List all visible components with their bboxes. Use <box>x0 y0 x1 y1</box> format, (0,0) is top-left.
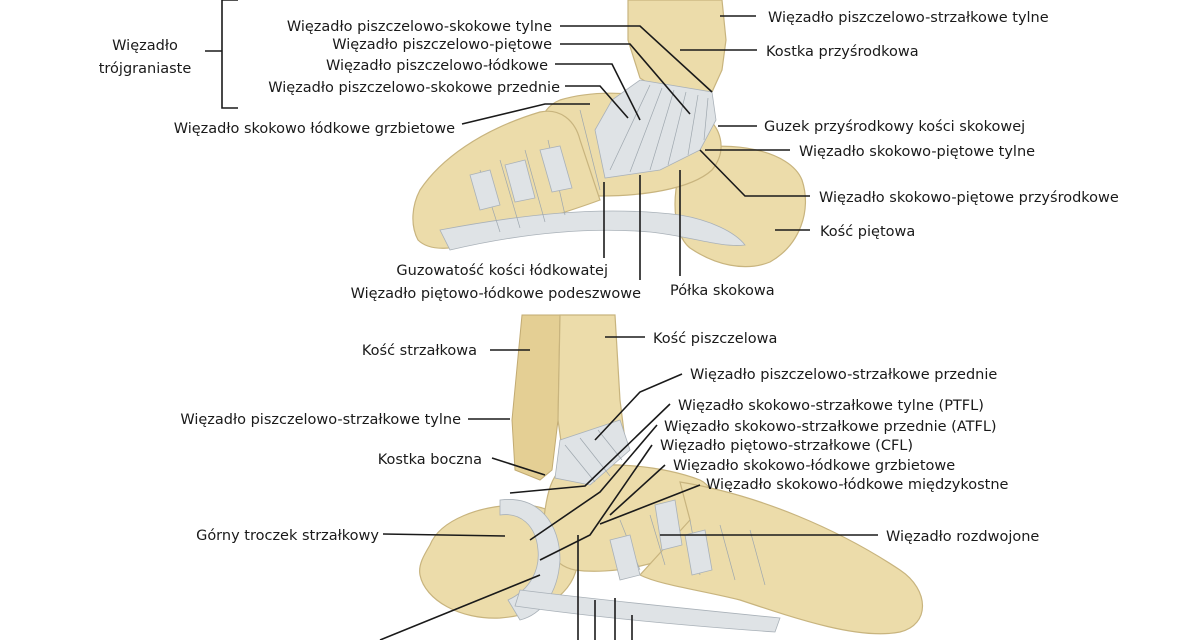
label-ptfl: Więzadło skokowo-strzałkowe tylne (PTFL) <box>678 398 984 414</box>
medial-foot-illustration <box>412 0 806 268</box>
label-lateral-malleolus: Kostka boczna <box>378 452 482 468</box>
label-anterior-tibiotalar: Więzadło piszczelowo-skokowe przednie <box>268 80 560 96</box>
label-dorsal-talonavicular-lateral: Więzadło skokowo-łódkowe grzbietowe <box>673 458 955 474</box>
deltoid-bracket <box>205 0 238 109</box>
label-plantar-calcaneonavicular: Więzadło piętowo-łódkowe podeszwowe <box>351 286 642 302</box>
label-anterior-tibiofibular: Więzadło piszczelowo-strzałkowe przednie <box>690 367 997 383</box>
medial-plantar-band <box>439 210 746 251</box>
medial-labels: Więzadło trójgraniaste Więzadło piszczel… <box>99 10 1119 302</box>
medial-ligament-striations <box>479 84 709 233</box>
label-navicular-tuberosity: Guzowatość kości łódkowatej <box>396 263 608 279</box>
deltoid-group-label-line1: Więzadło <box>112 38 178 54</box>
deltoid-group-label-line2: trójgraniaste <box>99 61 192 77</box>
medial-deltoid-fan <box>594 79 717 179</box>
label-medial-malleolus: Kostka przyśrodkowa <box>766 44 919 60</box>
label-posterior-tibiofibular-lateral: Więzadło piszczelowo-strzałkowe tylne <box>180 412 461 428</box>
label-atfl: Więzadło skokowo-strzałkowe przednie (AT… <box>664 419 997 435</box>
label-posterior-talocalcaneal: Więzadło skokowo-piętowe tylne <box>799 144 1035 160</box>
label-dorsal-talonavicular-medial: Więzadło skokowo łódkowe grzbietowe <box>174 121 455 137</box>
label-interosseous-talonavicular: Więzadło skokowo-łódkowe międzykostne <box>706 477 1009 493</box>
medial-joint-ligaments <box>469 145 573 211</box>
lateral-labels: Kość strzałkowa Kość piszczelowa Więzadł… <box>180 331 1039 545</box>
lateral-foot-illustration <box>419 314 923 635</box>
lateral-midfoot-ligaments <box>609 499 713 581</box>
lateral-fibula-shape <box>511 314 561 481</box>
label-calcaneus: Kość piętowa <box>820 224 915 240</box>
lateral-plantar-band <box>514 589 781 633</box>
label-tibionavicular: Więzadło piszczelowo-łódkowe <box>326 58 548 74</box>
label-cfl: Więzadło piętowo-strzałkowe (CFL) <box>660 438 913 454</box>
lateral-leader-lines <box>379 336 878 641</box>
label-posterior-tibiotalar: Więzadło piszczelowo-skokowe tylne <box>287 19 552 35</box>
label-superior-peroneal-retinaculum: Górny troczek strzałkowy <box>196 528 379 544</box>
label-medial-talar-tubercle: Guzek przyśrodkowy kości skokowej <box>764 119 1025 135</box>
lateral-forefoot-shape <box>639 481 923 635</box>
medial-leader-lines <box>205 0 810 280</box>
label-tibiocalcaneal: Więzadło piszczelowo-piętowe <box>332 37 552 53</box>
label-fibula: Kość strzałkowa <box>362 343 477 359</box>
label-sustentaculum-tali: Półka skokowa <box>670 283 775 299</box>
label-bifurcate-ligament: Więzadło rozdwojone <box>886 529 1039 545</box>
label-medial-talocalcaneal: Więzadło skokowo-piętowe przyśrodkowe <box>819 190 1119 206</box>
label-posterior-tibiofibular: Więzadło piszczelowo-strzałkowe tylne <box>768 10 1049 26</box>
label-tibia: Kość piszczelowa <box>653 331 777 347</box>
